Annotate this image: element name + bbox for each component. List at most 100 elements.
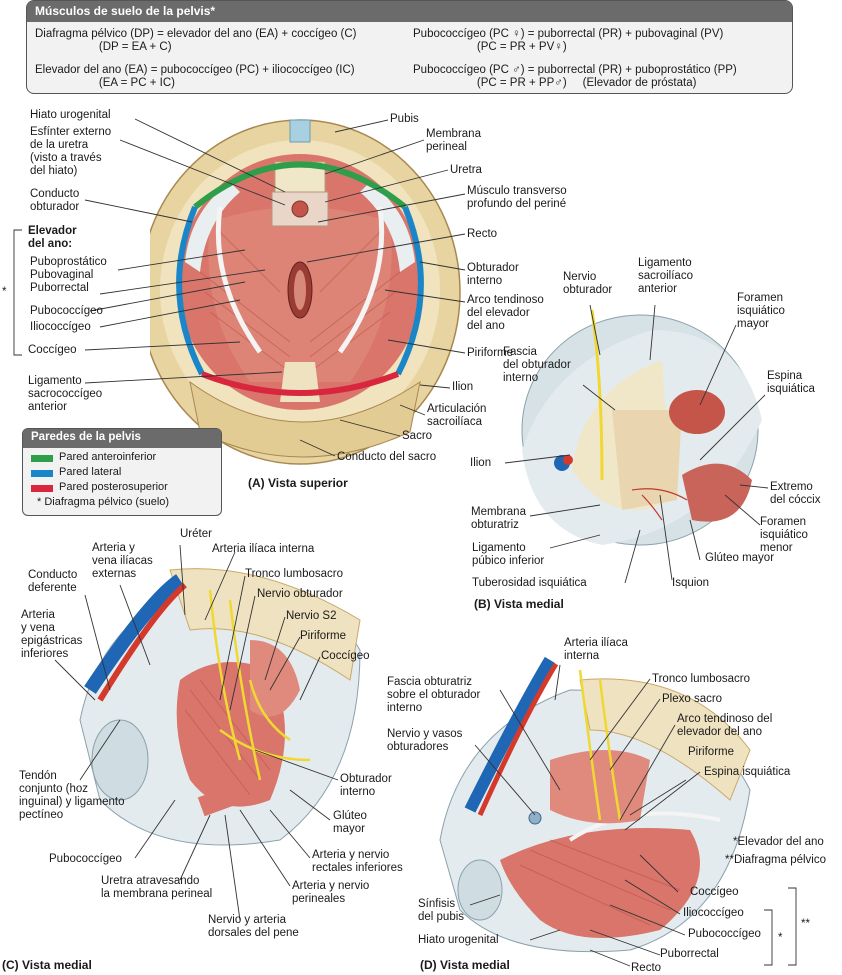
panel-a-title: (A) Vista superior: [248, 476, 348, 490]
label-extremo-coccix: Extremo del cóccix: [770, 481, 821, 506]
label-esfinter-externo: Esfínter externo de la uretra (visto a t…: [30, 126, 112, 177]
label-articulacion-sacroiliaca: Articulación sacroilíaca: [427, 403, 487, 428]
label-hiato-urogenital-d: Hiato urogenital: [418, 934, 499, 946]
panel-c-title: (C) Vista medial: [2, 958, 92, 972]
label-fascia-obturador: Fascia del obturador interno: [503, 346, 571, 384]
summary-right-row-4: (PC = PR + PP♂) (Elevador de próstata): [413, 77, 697, 89]
panel-d-title: (D) Vista medial: [420, 958, 510, 972]
label-recto-d: Recto: [631, 962, 662, 974]
bracket-double-asterisk: **: [801, 918, 810, 930]
label-nervio-obturador-c: Nervio obturador: [257, 588, 343, 600]
label-arteria-iliaca-interna-d: Arteria ilíaca interna: [564, 637, 628, 662]
label-tendon-conjunto: Tendón conjunto (hoz inguinal) y ligamen…: [19, 770, 125, 821]
label-ilion-b: Ilion: [470, 457, 492, 469]
asterisk-elevador: *: [2, 286, 7, 298]
label-piriforme-d: Piriforme: [688, 746, 735, 758]
label-arco-tendinoso-a: Arco tendinoso del elevador del ano: [467, 294, 544, 332]
label-nervio-arteria-dorsales: Nervio y arteria dorsales del pene: [208, 914, 299, 939]
label-nervio-s2: Nervio S2: [286, 610, 337, 622]
legend-label-posterosuperior: Pared posterosuperior: [59, 481, 168, 493]
legend-label-anteroinferior: Pared anteroinferior: [59, 451, 157, 463]
summary-left-row-4: (EA = PC + IC): [35, 77, 175, 89]
summary-left-row-1: Diafragma pélvico (DP) = elevador del an…: [35, 28, 357, 40]
label-conducto-del-sacro: Conducto del sacro: [337, 451, 437, 463]
label-arteria-vena-epigastricas: Arteria y vena epigástricas inferiores: [21, 609, 83, 660]
key-diafragma-pelvico: **Diafragma pélvico: [725, 854, 826, 866]
label-coccigeo-a: Coccígeo: [28, 344, 77, 356]
label-espina-isquiatica-b: Espina isquiática: [767, 370, 815, 395]
pelvis-medial-view-c-illustration: [79, 568, 361, 846]
label-ligamento-sacroiliaco: Ligamento sacroilíaco anterior: [638, 257, 693, 295]
panel-b-title: (B) Vista medial: [474, 597, 564, 611]
label-membrana-obturatriz: Membrana obturatriz: [471, 506, 526, 531]
label-arteria-nervio-rectales: Arteria y nervio rectales inferiores: [312, 849, 403, 874]
label-recto-a: Recto: [467, 228, 498, 240]
label-ligamento-sacrococcigeo: Ligamento sacrococcígeo anterior: [28, 375, 103, 413]
label-conducto-deferente: Conducto deferente: [28, 569, 78, 594]
label-pubococcigeo-d: Pubococcígeo: [688, 928, 761, 940]
label-tuberosidad-isquiatica: Tuberosidad isquiática: [472, 577, 587, 589]
label-transverso-profundo: Músculo transverso profundo del periné: [467, 185, 567, 210]
label-ilion-a: Ilion: [452, 381, 474, 393]
label-gluteo-mayor-c: Glúteo mayor: [333, 810, 367, 835]
label-foramen-isquiatico-mayor: Foramen isquiático mayor: [737, 292, 785, 330]
label-sacro: Sacro: [402, 430, 433, 442]
label-pubococcigeo-a: Pubococcígeo: [30, 305, 103, 317]
summary-right-row-2: (PC = PR + PV♀): [413, 41, 567, 53]
label-arteria-vena-iliacas-externas: Arteria y vena ilíacas externas: [92, 542, 153, 580]
summary-title: Músculos de suelo de la pelvis*: [35, 4, 216, 18]
label-uretra-atravesando: Uretra atravesando la membrana perineal: [101, 875, 213, 900]
label-tronco-lumbosacro-d: Tronco lumbosacro: [652, 673, 751, 685]
label-obturador-interno-a: Obturador interno: [467, 262, 519, 287]
label-ligamento-pubico-inferior: Ligamento púbico inferior: [472, 542, 545, 567]
legend-swatch-lateral: [31, 470, 53, 477]
label-obturador-interno-c: Obturador interno: [340, 773, 392, 798]
label-ureter: Uréter: [180, 528, 212, 540]
label-coccigeo-d: Coccígeo: [690, 886, 739, 898]
summary-left-row-3: Elevador del ano (EA) = pubococcígeo (PC…: [35, 64, 355, 76]
legend-title: Paredes de la pelvis: [31, 431, 141, 443]
label-pubococcigeo-c: Pubococcígeo: [49, 853, 122, 865]
pelvis-superior-view-illustration: [150, 119, 461, 465]
summary-right-row-1: Pubococcígeo (PC ♀) = puborrectal (PR) +…: [413, 28, 724, 40]
legend-title-bar: [23, 429, 221, 448]
label-hiato-urogenital: Hiato urogenital: [30, 109, 111, 121]
label-uretra: Uretra: [450, 164, 482, 176]
muscle-summary-box: Músculos de suelo de la pelvis* Diafragm…: [26, 0, 793, 94]
summary-right-row-3: Pubococcígeo (PC ♂) = puborrectal (PR) +…: [413, 64, 737, 76]
label-membrana-perineal: Membrana perineal: [426, 128, 481, 153]
label-arteria-iliaca-interna-c: Arteria ilíaca interna: [212, 543, 315, 555]
pelvic-walls-legend: Paredes de la pelvis Pared anteroinferio…: [22, 428, 222, 516]
label-arco-tendinoso-d: Arco tendinoso del elevador del ano: [677, 713, 773, 738]
summary-left-row-2: (DP = EA + C): [35, 41, 172, 53]
label-sinfisis-pubis: Sínfisis del pubis: [418, 898, 465, 923]
label-conducto-obturador: Conducto obturador: [30, 188, 80, 213]
label-nervio-vasos-obturadores: Nervio y vasos obturadores: [387, 728, 463, 753]
label-plexo-sacro: Plexo sacro: [662, 693, 723, 705]
label-nervio-obturador-b: Nervio obturador: [563, 271, 613, 296]
bracket-single-asterisk: *: [778, 932, 783, 944]
label-piriforme-c: Piriforme: [300, 630, 347, 642]
label-iliococcigeo-d: Iliococcígeo: [683, 907, 744, 919]
label-pubis: Pubis: [390, 113, 419, 125]
label-elevador-del-ano: Elevador del ano:: [28, 225, 77, 250]
legend-label-diafragma: * Diafragma pélvico (suelo): [37, 496, 170, 508]
label-fascia-obturatriz: Fascia obturatriz sobre el obturador int…: [387, 676, 481, 714]
label-espina-isquiatica-d: Espina isquiática: [704, 766, 791, 778]
label-tronco-lumbosacro-c: Tronco lumbosacro: [245, 568, 344, 580]
summary-title-bar: [27, 1, 792, 22]
legend-swatch-anteroinferior: [31, 455, 53, 462]
label-arteria-nervio-perineales: Arteria y nervio perineales: [292, 880, 370, 905]
label-iliococcigeo-a: Iliococcígeo: [30, 321, 91, 333]
pelvis-medial-view-b-illustration: [521, 309, 762, 546]
legend-label-lateral: Pared lateral: [59, 466, 122, 478]
legend-swatch-posterosuperior: [31, 485, 53, 492]
label-piriforme-a: Piriforme: [467, 347, 514, 359]
label-puboprostatico-group: Puboprostático Pubovaginal Puborrectal: [30, 256, 107, 294]
label-puborrectal-d: Puborrectal: [660, 948, 719, 960]
label-gluteo-mayor-b: Glúteo mayor: [705, 552, 775, 564]
label-foramen-isquiatico-menor: Foramen isquiático menor: [760, 516, 808, 554]
label-isquion: Isquion: [672, 577, 710, 589]
label-coccigeo-c: Coccígeo: [321, 650, 370, 662]
